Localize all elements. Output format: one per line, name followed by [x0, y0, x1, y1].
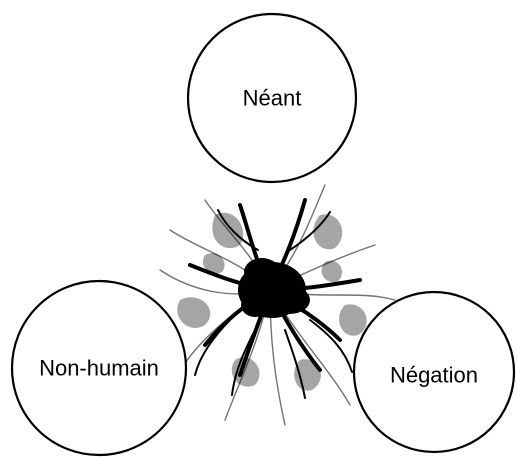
node-non-humain-label: Non-humain [39, 356, 159, 381]
node-non-humain: Non-humain [12, 281, 186, 455]
node-neant-label: Néant [243, 86, 302, 111]
node-negation: Négation [354, 292, 514, 452]
node-neant: Néant [188, 14, 356, 182]
node-negation-label: Négation [390, 363, 478, 388]
